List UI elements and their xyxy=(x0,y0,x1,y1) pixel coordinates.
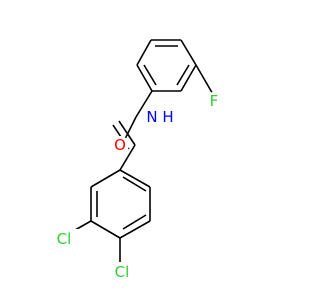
bond-layer xyxy=(67,39,215,262)
bond xyxy=(119,220,151,239)
bond xyxy=(143,64,157,86)
bond xyxy=(90,220,121,239)
hydrogen-atom: H xyxy=(159,108,177,126)
bond xyxy=(122,214,147,230)
bond xyxy=(90,169,121,188)
bond xyxy=(135,90,153,118)
nitrogen-atom: N xyxy=(143,108,161,126)
bond xyxy=(195,64,215,97)
bond xyxy=(180,64,197,92)
bond xyxy=(176,64,190,86)
atom-label-background xyxy=(52,229,80,249)
atom-label-background xyxy=(143,108,161,126)
oxygen-label: O xyxy=(114,136,126,154)
fluorine-label: F xyxy=(210,92,219,110)
bond xyxy=(119,144,136,171)
fluorine-atom: F xyxy=(205,92,223,110)
atom-label-layer: O N H F Cl Cl xyxy=(52,92,223,282)
atom-label-background xyxy=(159,108,177,126)
chlorine-atom-left: Cl xyxy=(52,229,80,249)
chlorine-label-bottom: Cl xyxy=(115,263,130,281)
atom-label-background xyxy=(108,262,136,282)
atom-label-background xyxy=(205,92,223,110)
molecule-structure: O N H F Cl Cl xyxy=(52,39,223,282)
chlorine-atom-bottom: Cl xyxy=(108,262,136,282)
bond xyxy=(180,39,197,66)
bond xyxy=(136,39,152,66)
nitrogen-label: N xyxy=(146,108,157,126)
bond xyxy=(136,64,153,92)
bond xyxy=(118,120,136,146)
hydrogen-label: H xyxy=(162,108,173,126)
bond xyxy=(119,169,151,188)
chlorine-label-left: Cl xyxy=(57,230,72,248)
oxygen-atom: O xyxy=(111,136,129,154)
atom-label-background xyxy=(111,136,129,154)
bond xyxy=(122,176,147,192)
